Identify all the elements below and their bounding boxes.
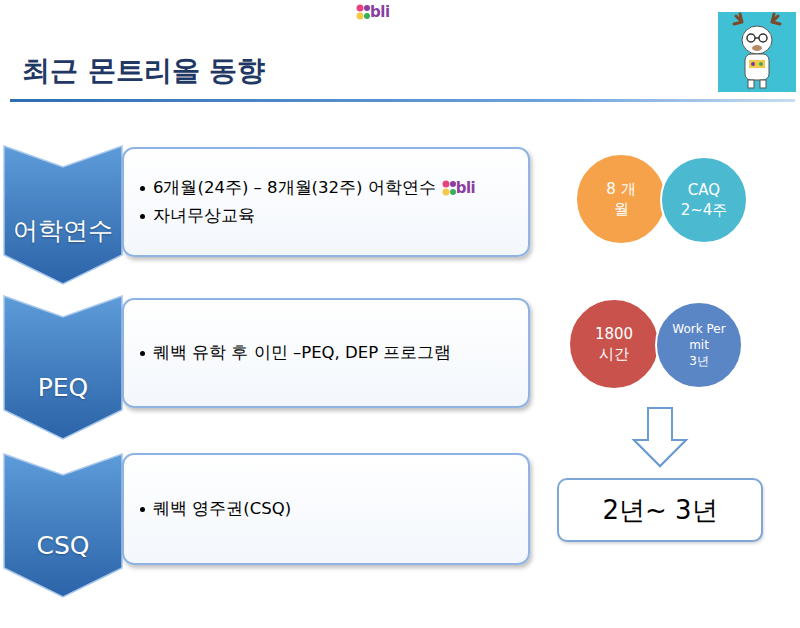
info-circle: Work Per mit3년 <box>655 301 743 389</box>
bullet-row: 퀘백 유학 후 이민 –PEQ, DEP 프로그램 <box>140 342 514 364</box>
bullet-text: 퀘백 유학 후 이민 –PEQ, DEP 프로그램 <box>153 342 451 364</box>
stage-label: PEQ <box>38 373 89 402</box>
brand-logo: bli <box>356 3 390 21</box>
bullet-text: 자녀무상교육 <box>153 205 255 227</box>
logo-dot <box>442 189 449 196</box>
logo-dots <box>356 3 370 21</box>
chevron-outline <box>4 146 122 284</box>
logo-text: bli <box>370 3 390 21</box>
brand-logo: bli <box>442 179 476 197</box>
result-text: 2년~ 3년 <box>602 493 717 528</box>
logo-text: bli <box>456 179 476 197</box>
bullet-row: 퀘백 영주권(CSQ) <box>140 498 514 520</box>
chevron-stage: CSQ <box>3 453 123 598</box>
circle-text: Work Per mit <box>670 321 728 353</box>
logo-dot <box>364 13 370 19</box>
logo-dot <box>364 5 370 11</box>
bullet-dot <box>140 507 145 512</box>
logo-dot <box>357 13 364 20</box>
logo-dots <box>442 179 456 197</box>
page-title: 최근 몬트리올 동향 <box>22 52 266 90</box>
info-circle: 8 개월 <box>575 153 667 245</box>
chevron-shape <box>3 295 123 440</box>
stage-label: 어학연수 <box>13 214 113 247</box>
hollow-arrow <box>634 408 686 466</box>
content-box: 퀘백 유학 후 이민 –PEQ, DEP 프로그램 <box>122 298 530 408</box>
circle-text: 1800 시간 <box>590 324 638 365</box>
logo-dot <box>450 189 456 195</box>
chevron-shape <box>3 145 123 285</box>
content-box: 6개월(24주) – 8개월(32주) 어학연수 bli 자녀무상교육 <box>122 147 530 257</box>
hollow-arrow <box>634 408 686 466</box>
moose-illustration <box>718 12 796 92</box>
bullet-dot <box>140 351 145 356</box>
bullet-text: 6개월(24주) – 8개월(32주) 어학연수 <box>153 177 436 199</box>
circle-text: 3년 <box>689 353 709 369</box>
chevron-shape <box>3 453 123 598</box>
content-box: 퀘백 영주권(CSQ) <box>122 453 530 565</box>
info-circle: CAQ2~4주 <box>660 156 748 244</box>
chevron-stage: 어학연수 <box>3 145 123 285</box>
chevron-stage: PEQ <box>3 295 123 440</box>
logo-dot <box>450 181 456 187</box>
chevron-outline <box>4 454 122 597</box>
logo-dot <box>357 5 364 12</box>
circle-text: CAQ <box>688 180 720 200</box>
bullet-dot <box>140 214 145 219</box>
bullet-row: 자녀무상교육 <box>140 205 514 227</box>
circle-text: 8 개월 <box>599 179 643 220</box>
bullet-row: 6개월(24주) – 8개월(32주) 어학연수 bli <box>140 177 514 199</box>
logo-dot <box>442 181 449 188</box>
circle-text: 2~4주 <box>681 200 728 220</box>
bullet-text: 퀘백 영주권(CSQ) <box>153 498 291 520</box>
bullet-dot <box>140 186 145 191</box>
stage-label: CSQ <box>36 531 89 560</box>
info-circle: 1800 시간 <box>568 298 660 390</box>
title-rule <box>10 99 795 102</box>
chevron-outline <box>4 296 122 439</box>
result-box: 2년~ 3년 <box>557 478 763 542</box>
